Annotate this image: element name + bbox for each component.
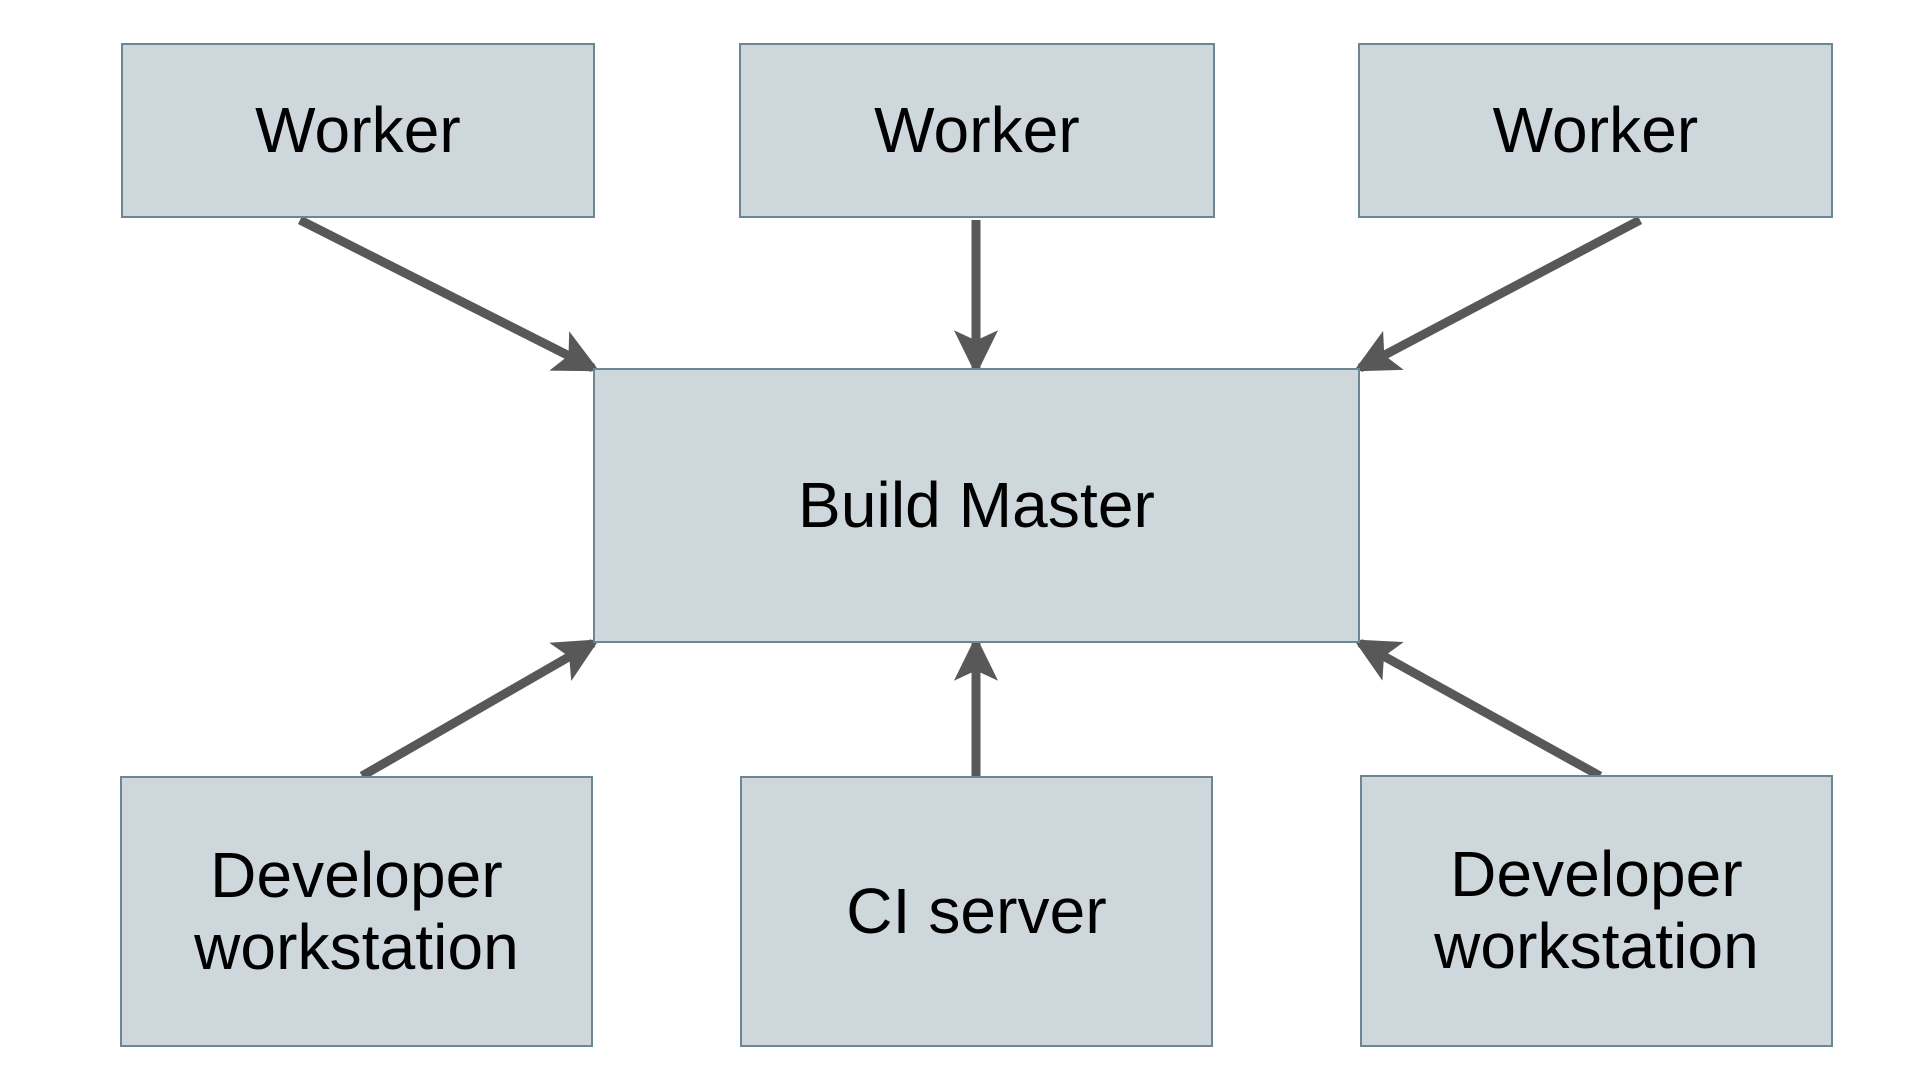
node-worker-3-label: Worker [1492,93,1699,166]
node-developer-workstation-left[interactable]: Developer workstation [120,776,593,1047]
node-build-master[interactable]: Build Master [593,368,1360,643]
node-build-master-label: Build Master [798,468,1155,541]
node-developer-workstation-left-label: Developer workstation [194,838,519,983]
node-worker-2-label: Worker [874,93,1080,166]
node-worker-3[interactable]: Worker [1358,43,1833,218]
edge-dev-right-to-build-master [1353,639,1603,780]
node-worker-1-label: Worker [255,93,461,166]
node-developer-workstation-right[interactable]: Developer workstation [1360,775,1833,1047]
edge-worker-3-to-build-master [1353,216,1643,372]
edge-worker-1-to-build-master [297,215,600,373]
node-worker-1[interactable]: Worker [121,43,595,218]
edge-dev-left-to-build-master [359,639,600,780]
node-ci-server[interactable]: CI server [740,776,1213,1047]
node-ci-server-label: CI server [846,874,1107,947]
node-developer-workstation-right-label: Developer workstation [1434,838,1759,982]
node-worker-2[interactable]: Worker [739,43,1215,218]
